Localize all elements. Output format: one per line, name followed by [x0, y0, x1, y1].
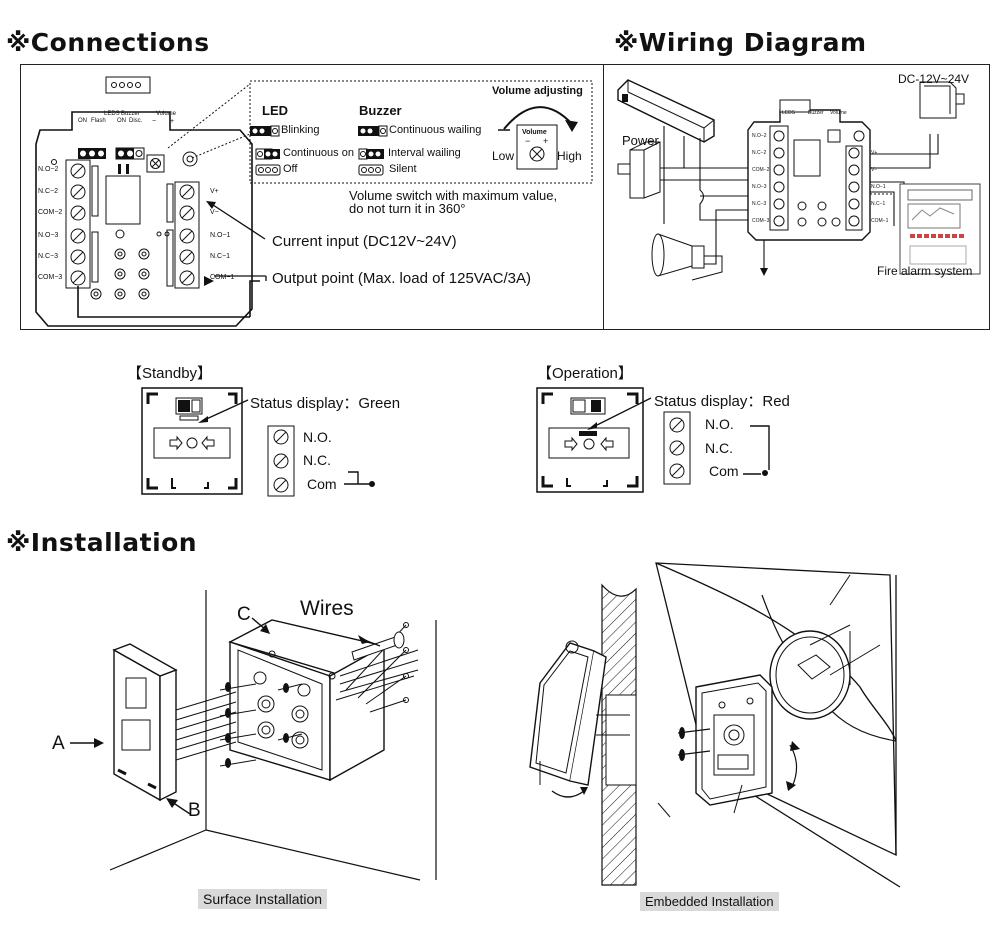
led-jumper-icons [250, 125, 281, 176]
wiring-terminal-label: COM−1 [871, 218, 889, 224]
buzzer-title: Buzzer [359, 103, 402, 118]
terminal-label: COM−2 [38, 209, 63, 216]
led-continuous-label: Continuous on [283, 147, 354, 159]
wiring-terminal-label: V− [871, 167, 878, 173]
volume-adjusting-title: Volume adjusting [492, 85, 583, 97]
operation-nc-label: N.C. [705, 440, 733, 456]
terminal-label: COM−1 [210, 274, 235, 281]
volume-note-line2: do not turn it in 360° [349, 201, 466, 216]
wiring-terminal-label: N.C−1 [871, 201, 886, 207]
wires-label: Wires [300, 597, 354, 620]
volume-plus: + [543, 136, 549, 146]
led-off-label: Off [283, 163, 298, 175]
board-disc-label: Disc. [129, 118, 143, 124]
volume-low-label: Low [492, 149, 515, 163]
board-leds-label: LEDS [104, 111, 120, 117]
terminal-label: V+ [210, 188, 219, 195]
wiring-terminal-label: N.O−1 [871, 184, 886, 190]
terminal-label: N.C−3 [38, 253, 59, 260]
volume-high-label: High [557, 149, 582, 163]
wiring-diagram-title: ※Wiring Diagram [614, 28, 867, 57]
board-volume-label: Volume [156, 111, 177, 117]
wiring-terminal-label: N.O−2 [752, 133, 767, 139]
panel-divider [603, 64, 605, 330]
dc-label: DC-12V~24V [898, 72, 970, 86]
terminal-label: COM−3 [38, 274, 63, 281]
wiring-leds-label: LEDS [782, 110, 796, 116]
standby-com-label: Com [307, 476, 337, 492]
surface-installation-drawing [70, 590, 437, 881]
operation-status-display: Status display：Red [654, 393, 790, 410]
terminal-label: N.C−2 [38, 188, 59, 195]
standby-status-display: Status display：Green [250, 395, 401, 412]
wiring-diagram [617, 79, 981, 281]
current-input-label: Current input (DC12V~24V) [272, 233, 457, 250]
surface-installation-caption: Surface Installation [198, 889, 328, 909]
connections-board-diagram [35, 76, 593, 327]
standby-diagram [141, 387, 375, 497]
operation-diagram [536, 387, 770, 493]
wiring-terminal-label: N.C−3 [752, 201, 767, 207]
wiring-terminal-label: N.C−2 [752, 150, 767, 156]
installation-title: ※Installation [6, 528, 198, 557]
label-c: C [237, 604, 251, 625]
buzzer-silent-label: Silent [389, 163, 417, 175]
operation-com-label: Com [709, 463, 739, 479]
board-buzzer-label: Buzzer [121, 111, 140, 117]
connections-title: ※Connections [6, 28, 210, 57]
volume-knob-label: Volume [522, 129, 547, 136]
embedded-installation-drawing [529, 562, 901, 888]
board-minus-label: − [152, 118, 157, 125]
board-on2-label: ON [117, 118, 126, 124]
top-panel [20, 64, 990, 330]
power-label: Power [622, 133, 659, 148]
board-plus-label: + [170, 118, 175, 125]
wiring-volume-label: Volume [830, 110, 847, 116]
led-blinking-label: Blinking [281, 124, 320, 136]
terminal-label: N.O−1 [210, 232, 231, 239]
volume-note-line1: Volume switch with maximum value, [349, 188, 558, 203]
board-flash-label: Flash [91, 118, 106, 124]
label-a: A [52, 733, 65, 754]
standby-title: 【Standby】 [127, 365, 213, 382]
buzzer-interval-label: Interval wailing [388, 147, 461, 159]
buzzer-continuous-label: Continuous wailing [389, 124, 482, 136]
terminal-label: N.O−2 [38, 166, 59, 173]
operation-no-label: N.O. [705, 416, 734, 432]
wiring-terminal-label: V+ [871, 150, 878, 156]
wiring-terminal-label: N.O−3 [752, 184, 767, 190]
embedded-installation-caption: Embedded Installation [640, 892, 779, 911]
volume-minus: − [525, 136, 531, 146]
buzzer-jumper-icons [358, 125, 388, 176]
led-title: LED [262, 103, 288, 118]
standby-nc-label: N.C. [303, 452, 331, 468]
wiring-terminal-label: COM−2 [752, 167, 770, 173]
wiring-terminal-label: COM−3 [752, 218, 770, 224]
operation-title: 【Operation】 [537, 365, 633, 382]
terminal-label: N.O−3 [38, 232, 59, 239]
fire-alarm-label: Fire alarm system [877, 264, 973, 278]
board-on-label: ON [78, 118, 87, 124]
terminal-label: N.C−1 [210, 253, 231, 260]
standby-no-label: N.O. [303, 429, 332, 445]
output-point-label: Output point (Max. load of 125VAC/3A) [272, 270, 532, 287]
wiring-buzzer-label: Buzzer [808, 110, 824, 116]
terminal-label: V− [210, 209, 219, 216]
label-b: B [188, 800, 201, 821]
